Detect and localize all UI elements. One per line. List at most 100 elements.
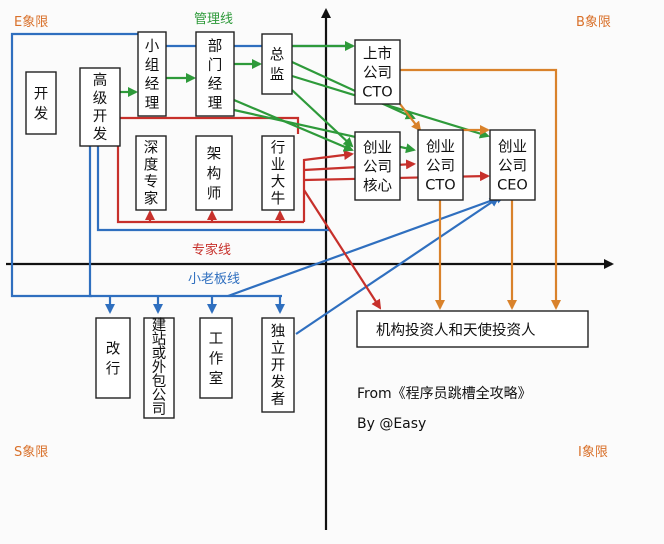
quadrant-i-label: I象限 — [578, 445, 608, 460]
node-label-line: 核心 — [363, 177, 392, 194]
node-label-line: 部 — [208, 38, 223, 55]
node-box — [199, 317, 233, 399]
node-label-line: 度 — [144, 156, 159, 173]
node-label-line: 师 — [207, 186, 222, 203]
node-label-line: 发 — [93, 126, 108, 143]
node-box — [137, 31, 167, 117]
node-label-line: 改 — [106, 341, 121, 358]
node-label-line: 者 — [271, 391, 286, 408]
node-label-line: 公司 — [363, 65, 392, 81]
node-label-line: 经 — [208, 76, 223, 93]
node-gaihang: 改行 — [95, 317, 131, 399]
node-box — [195, 135, 233, 211]
node-label-line: 经 — [145, 76, 160, 93]
node-label-line: 监 — [270, 67, 285, 84]
node-label-line: 公 — [152, 388, 167, 404]
node-label-line: 构 — [207, 166, 222, 183]
node-label-line: 创业 — [426, 138, 455, 155]
node-label-line: 行 — [106, 361, 121, 378]
node-box — [261, 317, 295, 413]
node-label-line: 工 — [209, 332, 224, 348]
node-label-line: 创业 — [498, 138, 527, 155]
node-label-line: CEO — [497, 177, 528, 193]
node-jiagou: 架构师 — [195, 135, 233, 211]
green-connectors — [120, 41, 490, 154]
node-layer: 开发高级开发小组经理部门经理总监深度专家架构师行业大牛上市公司CTO创业公司核心… — [25, 31, 536, 419]
node-label-line: 站 — [152, 331, 167, 348]
node-label-line: 公司 — [426, 158, 455, 174]
node-label-line: 公司 — [363, 159, 392, 175]
node-label-line: 公司 — [498, 158, 527, 174]
node-box — [25, 71, 57, 135]
node-label-line: 独 — [271, 323, 286, 340]
node-label-line: 组 — [145, 57, 160, 74]
node-box — [489, 129, 536, 201]
node-label-line: 深 — [144, 139, 159, 156]
author-credit: By @Easy — [357, 416, 426, 432]
node-gongzuoshi: 工作室 — [199, 317, 233, 399]
node-label-line: 外 — [152, 359, 167, 376]
node-label-line: 开 — [271, 358, 286, 374]
node-label-line: 牛 — [271, 190, 286, 207]
node-label-line: 业 — [271, 156, 286, 173]
node-label-line: 总 — [270, 47, 285, 64]
node-label-line: 司 — [152, 402, 167, 418]
node-label-line: 室 — [209, 371, 224, 388]
node-label-line: 作 — [209, 351, 224, 368]
node-zongjian: 总监 — [261, 33, 293, 95]
node-label-line: 高 — [93, 72, 108, 89]
node-box — [95, 317, 131, 399]
source-credit: From《程序员跳槽全攻略》 — [357, 385, 532, 402]
investor-label: 机构投资人和天使投资人 — [376, 322, 536, 339]
node-box — [261, 33, 293, 95]
node-label-line: 行 — [271, 139, 286, 156]
node-label-line: 创业 — [363, 139, 392, 156]
quadrant-s-label: S象限 — [14, 445, 48, 460]
node-box — [354, 39, 401, 105]
node-label-line: 发 — [34, 106, 49, 123]
node-label-line: 专 — [144, 173, 159, 190]
node-label-line: 开 — [93, 109, 108, 125]
node-label-line: 建 — [152, 317, 167, 334]
node-label-line: 上市 — [363, 45, 392, 62]
node-label-line: 理 — [208, 96, 223, 112]
node-label-line: 小 — [145, 38, 160, 55]
node-label-line: 发 — [271, 374, 286, 391]
small-boss-line-label: 小老板线 — [188, 272, 240, 287]
node-label-line: CTO — [425, 177, 455, 193]
node-label-line: 门 — [208, 57, 223, 74]
investor-box — [356, 310, 589, 348]
node-box — [195, 31, 235, 117]
expert-line-label: 专家线 — [192, 242, 231, 258]
node-box — [261, 135, 295, 211]
node-box — [143, 317, 175, 419]
quadrant-e-label: E象限 — [14, 15, 48, 30]
node-label-line: 开 — [34, 87, 49, 103]
node-box — [135, 135, 167, 211]
quadrant-b-label: B象限 — [576, 15, 611, 30]
node-box — [79, 67, 121, 147]
node-box — [417, 129, 464, 201]
node-label-line: 或 — [152, 345, 167, 362]
node-label-line: 大 — [271, 173, 286, 190]
node-label-line: CTO — [362, 84, 392, 100]
node-label-line: 家 — [144, 190, 159, 207]
node-label-line: 立 — [271, 340, 286, 357]
node-kaifa: 开发 — [25, 71, 57, 135]
node-label-line: 包 — [152, 373, 167, 390]
node-label-line: 理 — [145, 96, 160, 112]
node-label-line: 级 — [93, 90, 108, 107]
management-line-label: 管理线 — [194, 12, 233, 27]
